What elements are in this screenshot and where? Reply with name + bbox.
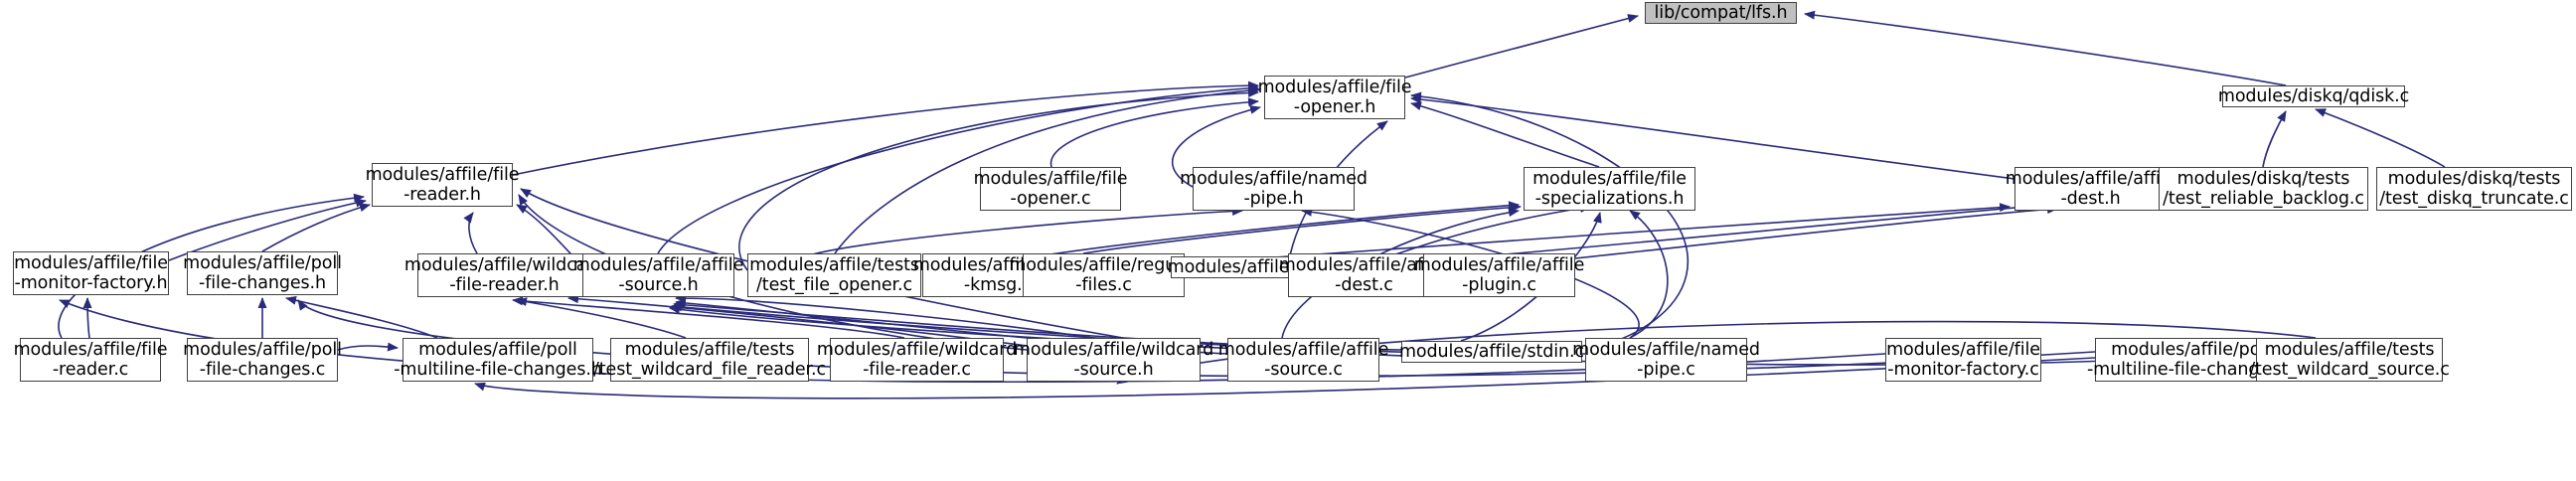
node-label-line2: /test_file_opener.c — [756, 275, 912, 295]
node-label-line1: modules/affile/affile — [2005, 169, 2176, 189]
graph-node-affile_dest_h[interactable]: modules/affile/affile-dest.h — [2006, 167, 2175, 211]
node-label-line1: modules/affile/affile — [1217, 340, 1389, 360]
node-label-line1: modules/affile/affile — [1413, 255, 1585, 275]
graph-node-wc_source_h[interactable]: modules/affile/wildcard-source.h — [1014, 338, 1213, 382]
node-label-line2: -source.c — [1264, 360, 1343, 380]
node-label-line2: /test_wildcard_file_reader.c — [592, 360, 827, 380]
graph-node-wc_file_reader_h[interactable]: modules/affile/wildcard-file-reader.h — [404, 253, 604, 297]
node-label-line1: modules/affile/file — [365, 165, 520, 185]
node-label-line1: modules/diskq/qdisk.c — [2217, 86, 2410, 106]
node-label-line1: lib/compat/lfs.h — [1654, 3, 1788, 23]
node-label-line2: -monitor-factory.h — [14, 273, 168, 293]
node-label-line1: modules/affile/tests — [2264, 340, 2435, 360]
node-label-line2: /test_wildcard_source.c — [2249, 360, 2450, 380]
graph-node-regular_files_c[interactable]: modules/affile/regular-files.c — [1009, 253, 1199, 297]
graph-node-stdin_c[interactable]: modules/affile/stdin.c — [1398, 341, 1585, 363]
graph-node-affile_source_h[interactable]: modules/affile/affile-source.h — [573, 253, 743, 297]
graph-node-file_reader_h[interactable]: modules/affile/file-reader.h — [366, 163, 519, 207]
node-label-line1: modules/diskq/tests — [2176, 169, 2350, 189]
node-label-line2: -pipe.c — [1637, 360, 1695, 380]
node-label-line2: -dest.h — [2060, 189, 2121, 209]
node-label-line1: modules/affile/poll — [2111, 340, 2270, 360]
node-label-line1: modules/affile/poll — [183, 253, 342, 273]
node-label-line2: -files.c — [1075, 275, 1132, 295]
node-label-line1: modules/affile/file — [1532, 169, 1687, 189]
node-label-line2: -reader.h — [403, 185, 481, 205]
node-label-line1: modules/affile/file — [1886, 340, 2040, 360]
node-label-line1: modules/affile/poll — [183, 340, 342, 360]
graph-node-poll_mfc_h[interactable]: modules/affile/poll-multiline-file-chang… — [394, 338, 602, 382]
node-label-line1: modules/affile/tests — [624, 340, 795, 360]
graph-node-wc_file_reader_c[interactable]: modules/affile/wildcard-file-reader.c — [817, 338, 1017, 382]
node-label-line1: modules/affile/file — [1257, 78, 1412, 97]
node-label-line1: modules/affile/named — [1180, 169, 1368, 189]
graph-node-test_fopener_c[interactable]: modules/affile/tests/test_file_opener.c — [747, 253, 921, 297]
node-label-line2: -opener.h — [1293, 97, 1376, 117]
graph-node-affile_plugin_c[interactable]: modules/affile/affile-plugin.c — [1414, 253, 1584, 297]
node-label-line2: -reader.c — [52, 360, 129, 380]
node-label-line1: modules/affile/stdin.c — [1398, 342, 1585, 362]
graph-node-file_reader_c[interactable]: modules/affile/file-reader.c — [14, 338, 167, 382]
graph-node-file_spec_h[interactable]: modules/affile/file-specializations.h — [1524, 167, 1695, 211]
node-label-line2: -opener.c — [1010, 189, 1091, 209]
node-label-line2: -specializations.h — [1534, 189, 1685, 209]
node-label-line1: modules/affile/wildcard — [1013, 340, 1214, 360]
graph-node-test_wc_source_c[interactable]: modules/affile/tests/test_wildcard_sourc… — [2249, 338, 2450, 382]
node-label-line1: modules/affile/file — [13, 340, 168, 360]
node-label-line1: modules/diskq/tests — [2387, 169, 2561, 189]
node-label-line1: modules/affile/poll — [418, 340, 577, 360]
node-label-line2: -source.h — [618, 275, 699, 295]
node-label-line2: -source.h — [1073, 360, 1154, 380]
graph-node-named_pipe_c[interactable]: modules/affile/named-pipe.c — [1572, 338, 1760, 382]
graph-node-file_opener_c[interactable]: modules/affile/file-opener.c — [974, 167, 1127, 211]
node-label-line1: modules/affile/file — [14, 253, 168, 273]
node-label-line2: -pipe.h — [1243, 189, 1304, 209]
graph-node-test_wc_freader_c[interactable]: modules/affile/tests/test_wildcard_file_… — [593, 338, 826, 382]
node-label-line2: /test_diskq_truncate.c — [2379, 189, 2569, 209]
graph-node-qdisk_c[interactable]: modules/diskq/qdisk.c — [2218, 85, 2409, 107]
node-label-line2: -dest.c — [1335, 275, 1393, 295]
node-label-line2: -multiline-file-changes.h — [394, 360, 602, 380]
node-label-line1: modules/affile/affile — [572, 255, 744, 275]
graph-node-poll_fc_h[interactable]: modules/affile/poll-file-changes.h — [183, 251, 342, 295]
node-label-line2: -file-reader.h — [449, 275, 560, 295]
node-label-line2: -kmsg.c — [963, 275, 1033, 295]
node-label-line1: modules/affile/named — [1572, 340, 1760, 360]
graph-node-named_pipe_h[interactable]: modules/affile/named-pipe.h — [1180, 167, 1368, 211]
node-label-line2: -file-changes.c — [199, 360, 326, 380]
graph-node-monitor_fact_c[interactable]: modules/affile/file-monitor-factory.c — [1885, 338, 2041, 382]
node-label-line2: -file-changes.h — [199, 273, 326, 293]
graph-node-poll_fc_c[interactable]: modules/affile/poll-file-changes.c — [183, 338, 342, 382]
node-label-line1: modules/affile/file — [973, 169, 1128, 189]
node-label-line1: modules/affile/tests — [749, 255, 919, 275]
node-label-line2: -plugin.c — [1462, 275, 1536, 295]
graph-node-test_trunc_c[interactable]: modules/diskq/tests/test_diskq_truncate.… — [2376, 167, 2572, 211]
graph-node-affile_source_c[interactable]: modules/affile/affile-source.c — [1218, 338, 1388, 382]
node-label-line2: -file-reader.c — [863, 360, 971, 380]
node-label-line2: -monitor-factory.c — [1887, 360, 2039, 380]
node-label-line1: modules/affile/wildcard — [816, 340, 1018, 360]
node-label-line2: /test_reliable_backlog.c — [2163, 189, 2364, 209]
graph-node-test_backlog_c[interactable]: modules/diskq/tests/test_reliable_backlo… — [2159, 167, 2368, 211]
graph-node-lfs_h[interactable]: lib/compat/lfs.h — [1645, 2, 1797, 24]
graph-node-monitor_fact_h[interactable]: modules/affile/file-monitor-factory.h — [13, 251, 169, 295]
graph-node-file_opener_h[interactable]: modules/affile/file-opener.h — [1258, 76, 1411, 119]
